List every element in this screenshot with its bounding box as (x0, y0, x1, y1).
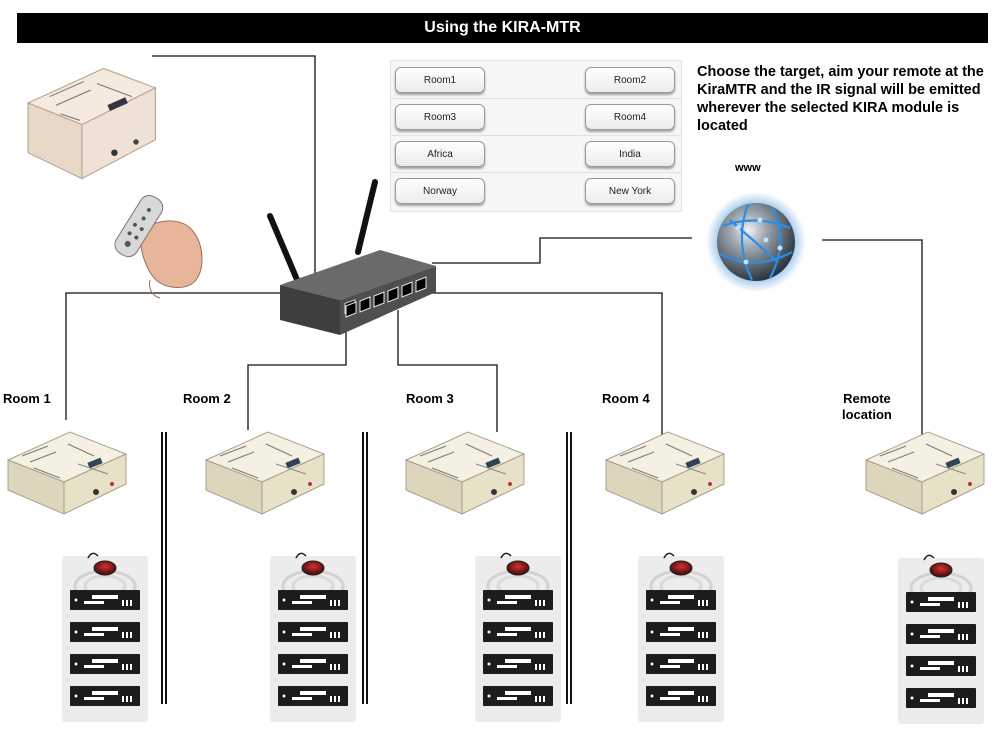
internet-label: www (735, 162, 761, 174)
room-divider (161, 432, 167, 704)
network-cables (65, 55, 923, 440)
remote-location-line-1: Remote (843, 391, 891, 406)
device-rack-room-2 (270, 553, 356, 722)
kira-module-remote (865, 431, 985, 515)
device-rack-room-3 (475, 553, 561, 722)
room-selection-panel: Room1 Room2 Room3 Room4 Africa India Nor… (390, 60, 682, 212)
router-icon (267, 179, 436, 335)
instructions-text: Choose the target, aim your remote at th… (697, 64, 984, 134)
title-bar: Using the KIRA-MTR (17, 13, 988, 43)
device-rack-room-4 (638, 553, 724, 722)
new-york-button[interactable]: New York (585, 178, 675, 204)
room2-button[interactable]: Room2 (585, 67, 675, 93)
page-title: Using the KIRA-MTR (424, 19, 581, 36)
room-2-label: Room 2 (183, 391, 231, 406)
room4-button[interactable]: Room4 (585, 104, 675, 130)
remote-location-label: Remote location (842, 391, 892, 423)
india-button[interactable]: India (585, 141, 675, 167)
norway-button[interactable]: Norway (395, 178, 485, 204)
kira-mtr-device (26, 67, 157, 180)
device-rack-room-1 (62, 553, 148, 722)
kira-module-room-4 (605, 431, 725, 515)
panel-row (391, 61, 681, 99)
room3-button[interactable]: Room3 (395, 104, 485, 130)
remote-location-line-2: location (842, 407, 892, 422)
panel-row (391, 98, 681, 136)
room-1-label: Room 1 (3, 391, 51, 406)
kira-module-room-3 (405, 431, 525, 515)
africa-button[interactable]: Africa (395, 141, 485, 167)
room-3-label: Room 3 (406, 391, 454, 406)
room-divider (362, 432, 368, 704)
kira-module-room-2 (205, 431, 325, 515)
room1-button[interactable]: Room1 (395, 67, 485, 93)
device-rack-remote (898, 555, 984, 724)
room-4-label: Room 4 (602, 391, 650, 406)
globe-icon (706, 192, 806, 292)
kira-module-room-1 (7, 431, 127, 515)
panel-row (391, 135, 681, 173)
room-divider (566, 432, 572, 704)
remote-control-icon (114, 195, 203, 299)
